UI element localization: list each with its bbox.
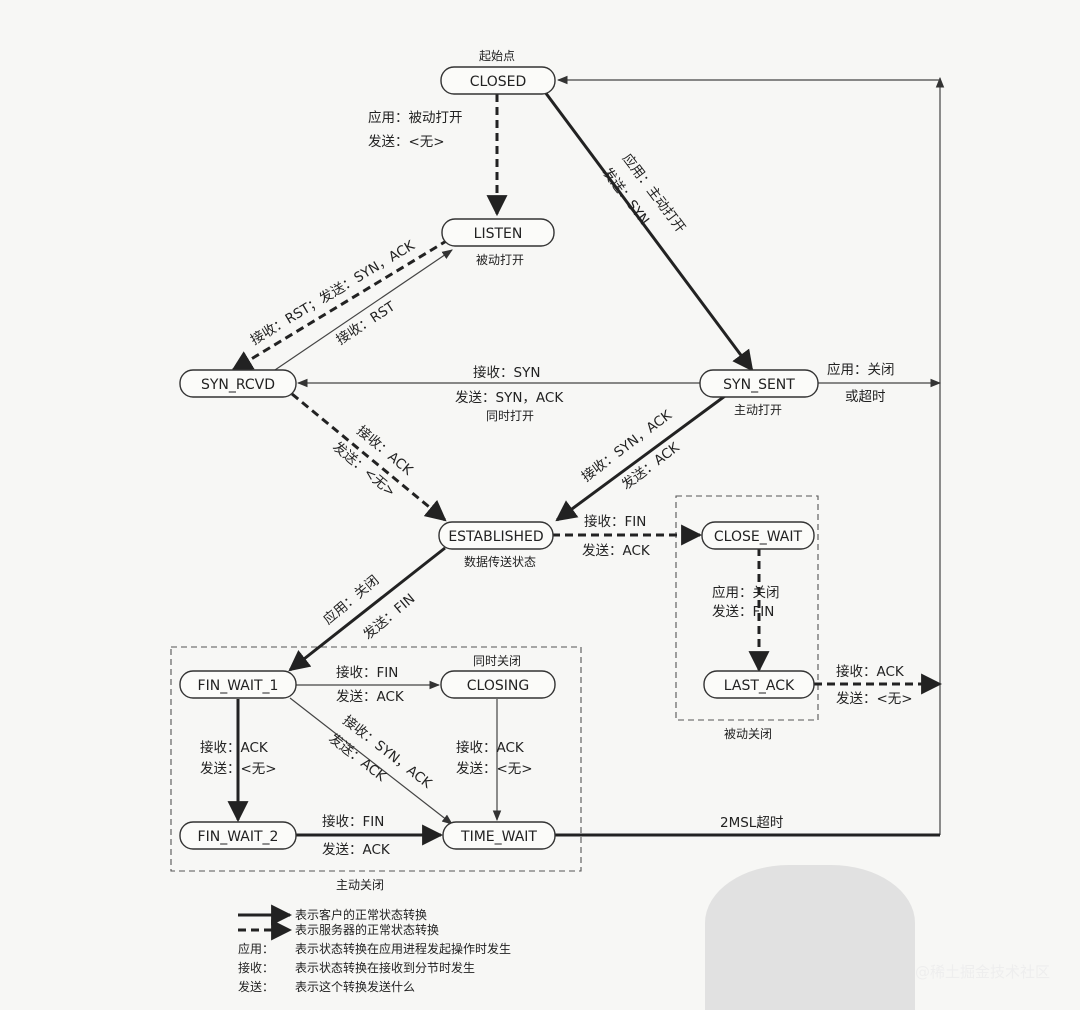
label-finwait1-finwait2-1: 接收：ACK: [200, 739, 269, 756]
caption-simultaneous-close: 同时关闭: [473, 654, 521, 668]
label-closing-timewait-2: 发送：<无>: [456, 761, 533, 777]
legend-recv-key: 接收：: [238, 960, 274, 975]
svg-text:LISTEN: LISTEN: [474, 226, 523, 242]
label-established-closewait-2: 发送：ACK: [582, 543, 651, 559]
caption-data-transfer: 数据传送状态: [464, 554, 536, 569]
svg-text:SYN_SENT: SYN_SENT: [723, 377, 795, 393]
seal-stamp: [705, 865, 915, 1010]
state-last-ack: LAST_ACK: [703, 670, 815, 699]
label-established-closewait-1: 接收：FIN: [584, 513, 646, 530]
legend-send-key: 发送：: [238, 979, 274, 994]
label-closewait-lastack-1: 应用：关闭: [712, 584, 780, 601]
caption-passive-close: 被动关闭: [724, 727, 772, 741]
caption-active-close: 主动关闭: [336, 878, 384, 892]
svg-text:FIN_WAIT_1: FIN_WAIT_1: [198, 678, 279, 694]
finwait1-to-timewait-arrow: [289, 697, 453, 825]
svg-text:CLOSING: CLOSING: [467, 678, 529, 694]
label-closed-listen-2: 发送：<无>: [368, 134, 445, 150]
label-lastack-closed-1: 接收：ACK: [836, 663, 905, 680]
label-synsent-synrcvd-2: 发送：SYN，ACK: [455, 390, 564, 406]
caption-passive-open: 被动打开: [476, 253, 524, 267]
legend-app-key: 应用：: [238, 941, 274, 956]
svg-text:TIME_WAIT: TIME_WAIT: [460, 829, 537, 845]
legend: 表示客户的正常状态转换 表示服务器的正常状态转换 应用： 表示状态转换在应用进程…: [238, 904, 511, 994]
svg-text:FIN_WAIT_2: FIN_WAIT_2: [198, 829, 279, 845]
passive-close-box: [675, 495, 819, 721]
svg-text:CLOSED: CLOSED: [470, 74, 527, 90]
state-established: ESTABLISHED: [438, 521, 554, 550]
state-closed: CLOSED: [440, 66, 556, 95]
label-synsent-closed-2: 或超时: [845, 389, 886, 405]
label-established-finwait1-2: 发送：FIN: [360, 591, 418, 643]
closed-to-synsent-arrow: [543, 91, 754, 372]
label-closing-timewait-1: 接收：ACK: [456, 739, 525, 756]
legend-server-text: 表示服务器的正常状态转换: [295, 922, 439, 937]
listen-to-synrcvd-arrow: [231, 238, 449, 372]
label-timewait-closed: 2MSL超时: [720, 815, 783, 831]
caption-active-open: 主动打开: [734, 403, 782, 417]
state-fin-wait-2: FIN_WAIT_2: [179, 821, 297, 850]
svg-text:ESTABLISHED: ESTABLISHED: [448, 529, 543, 545]
watermark-text: @稀土掘金技术社区: [914, 963, 1050, 981]
svg-text:SYN_RCVD: SYN_RCVD: [201, 377, 275, 393]
state-closing: CLOSING: [440, 670, 556, 699]
legend-send-desc: 表示这个转换发送什么: [295, 979, 415, 994]
active-close-box: [170, 646, 582, 872]
label-closed-listen-1: 应用：被动打开: [368, 109, 463, 126]
synsent-to-established-arrow: [555, 394, 726, 522]
state-syn-rcvd: SYN_RCVD: [179, 369, 297, 398]
caption-start-point: 起始点: [479, 49, 515, 63]
synrcvd-to-listen-arrow: [271, 249, 453, 373]
established-to-finwait1-arrow: [288, 546, 446, 672]
svg-text:LAST_ACK: LAST_ACK: [724, 678, 795, 694]
caption-simultaneous-open: 同时打开: [486, 409, 534, 423]
synrcvd-to-established-arrow: [291, 392, 447, 522]
state-syn-sent: SYN_SENT: [699, 369, 819, 398]
label-synsent-synrcvd-1: 接收：SYN: [473, 364, 540, 381]
legend-recv-desc: 表示状态转换在接收到分节时发生: [295, 960, 475, 975]
state-time-wait: TIME_WAIT: [442, 821, 556, 850]
label-lastack-closed-2: 发送：<无>: [836, 691, 913, 707]
state-close-wait: CLOSE_WAIT: [701, 521, 815, 550]
legend-app-desc: 表示状态转换在应用进程发起操作时发生: [295, 941, 511, 956]
label-finwait2-timewait-2: 发送：ACK: [322, 842, 391, 858]
label-finwait1-closing-1: 接收：FIN: [336, 664, 398, 681]
label-finwait1-finwait2-2: 发送：<无>: [200, 761, 277, 777]
label-listen-synrcvd: 接收：RST；发送：SYN，ACK: [247, 236, 418, 348]
label-synsent-closed-1: 应用：关闭: [827, 361, 895, 378]
legend-client-text: 表示客户的正常状态转换: [295, 907, 427, 922]
label-finwait2-timewait-1: 接收：FIN: [322, 813, 384, 830]
state-fin-wait-1: FIN_WAIT_1: [179, 670, 297, 699]
svg-text:CLOSE_WAIT: CLOSE_WAIT: [714, 529, 803, 545]
label-finwait1-closing-2: 发送：ACK: [336, 689, 405, 705]
state-listen: LISTEN: [441, 218, 555, 247]
label-closewait-lastack-2: 发送：FIN: [712, 604, 774, 620]
